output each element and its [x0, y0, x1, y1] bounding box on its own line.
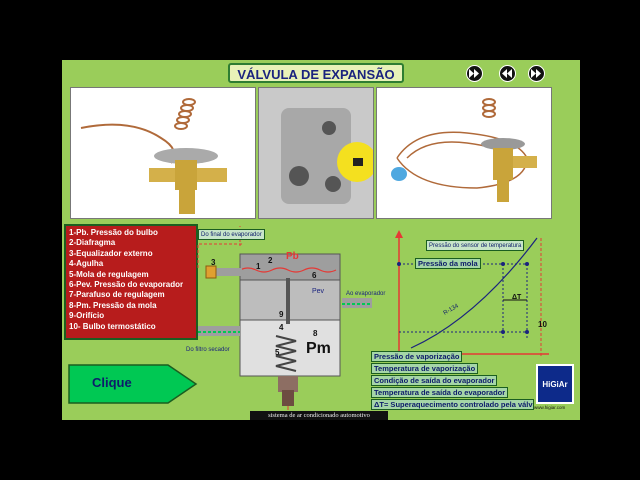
info-label: ΔT= Superaquecimento controlado pela vál…: [371, 399, 534, 410]
to-evaporator-label: Ao evaporador: [346, 291, 385, 297]
info-label: Temperatura de vaporização: [371, 363, 478, 374]
info-label: Condição de saída do evaporador: [371, 375, 497, 386]
bulb-number-label: 10: [538, 320, 547, 329]
legend-item: 7-Parafuso de regulagem: [69, 290, 193, 300]
pb-label: Pb: [286, 251, 299, 262]
legend-item: 3-Equalizador externo: [69, 249, 193, 259]
info-label: Pressão de vaporização: [371, 351, 462, 362]
legend-item: 10- Bulbo termostático: [69, 322, 193, 332]
legend-item: 9-Orifício: [69, 311, 193, 321]
number-label: 1: [256, 262, 260, 271]
page-title: VÁLVULA DE EXPANSÃO: [228, 63, 404, 83]
valve-with-bulb-image: [377, 88, 552, 219]
logo-url: www.higiar.com: [534, 405, 565, 410]
fast-forward-icon: [469, 69, 480, 78]
pm-label: Pm: [306, 340, 331, 358]
footer-caption: sistema de ar condicionado automotivo: [250, 411, 388, 420]
spring-pressure-label: Pressão da mola: [415, 258, 481, 269]
info-label: Temperatura de saída do evaporador: [371, 387, 508, 398]
from-filter-label: Do filtro secador: [186, 347, 230, 353]
slide: VÁLVULA DE EXPANSÃO: [62, 60, 580, 420]
from-evaporator-end-label: Do final do evaporador: [198, 229, 265, 240]
number-label: 2: [268, 256, 272, 265]
arrow-right-icon: [68, 364, 198, 404]
clique-label: Clique: [92, 375, 132, 390]
fast-forward-icon: [531, 69, 542, 78]
valve-photo-2: [258, 87, 374, 219]
number-label: 8: [313, 329, 317, 338]
number-label: 3: [211, 258, 215, 267]
legend-box: 1-Pb. Pressão do bulbo 2-Diafragma 3-Equ…: [64, 224, 198, 340]
expansion-valve-image: [71, 88, 256, 219]
legend-item: 4-Agulha: [69, 259, 193, 269]
valve-photo-1: [70, 87, 256, 219]
number-label: 9: [279, 310, 283, 319]
rewind-icon: [502, 69, 513, 78]
valve-photo-3: [376, 87, 552, 219]
number-label: 5: [275, 348, 279, 357]
pev-label: Pev: [312, 288, 324, 295]
block-valve-image: [259, 88, 374, 219]
legend-item: 6-Pev. Pressão do evaporador: [69, 280, 193, 290]
higiar-logo: HiGiAr: [536, 364, 574, 404]
legend-item: 5-Mola de regulagem: [69, 270, 193, 280]
legend-item: 8-Pm. Pressão da mola: [69, 301, 193, 311]
number-label: 6: [312, 271, 316, 280]
delta-t-label: ΔT: [512, 294, 521, 301]
legend-item: 1-Pb. Pressão do bulbo: [69, 228, 193, 238]
sensor-pressure-label: Pressão do sensor de temperatura: [426, 240, 524, 251]
forward-button[interactable]: [466, 65, 483, 82]
rewind-button[interactable]: [499, 65, 516, 82]
number-label: 4: [279, 323, 283, 332]
next-button[interactable]: [528, 65, 545, 82]
clique-button[interactable]: Clique: [68, 364, 198, 409]
legend-item: 2-Diafragma: [69, 238, 193, 248]
